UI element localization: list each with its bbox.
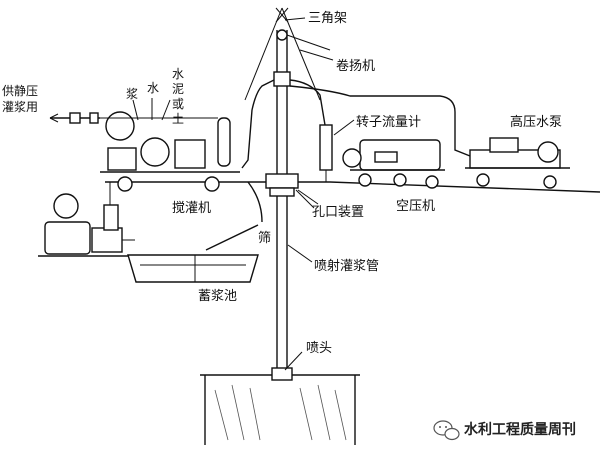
watermark-text: 水利工程质量周刊 — [464, 421, 576, 438]
label-tank: 蓄浆池 — [198, 289, 237, 304]
screen-icon — [205, 224, 259, 251]
static-grout-line — [49, 112, 100, 124]
grout-mixer-icon — [100, 111, 240, 192]
label-static-1: 供静压 — [2, 84, 38, 98]
label-winch: 卷扬机 — [336, 58, 375, 74]
label-water: 水 — [147, 81, 159, 95]
label-orifice: 孔口装置 — [312, 205, 364, 220]
label-static-2: 灌浆用 — [2, 99, 38, 114]
label-mixer: 搅灌机 — [172, 200, 211, 216]
label-derrick: 三角架 — [308, 11, 347, 26]
label-flowmeter: 转子流量计 — [356, 115, 421, 130]
flowmeter-icon — [319, 124, 333, 171]
label-nozzle: 喷头 — [306, 341, 332, 356]
hose-to-pump — [289, 85, 471, 157]
ground-line — [105, 181, 600, 193]
hose-to-mixer — [241, 79, 275, 169]
slurry-tank-icon — [127, 254, 259, 283]
wechat-icon — [433, 420, 460, 441]
water-pump-icon — [465, 137, 570, 189]
air-compressor-icon — [342, 139, 445, 189]
hose-mixer-tank — [247, 181, 263, 223]
nozzle-icon — [271, 367, 293, 381]
label-pipe: 喷射灌浆管 — [314, 258, 379, 274]
orifice-device-icon — [265, 173, 319, 205]
label-cement-3: 或 — [172, 97, 184, 111]
feed-pump-icon — [38, 182, 135, 257]
soil-block — [200, 374, 360, 445]
arrow-slurry — [132, 99, 139, 121]
hose-to-flowmeter — [289, 79, 326, 126]
label-slurry: 浆 — [126, 86, 138, 101]
label-cement-1: 水 — [172, 67, 184, 81]
derrick-icon — [244, 7, 331, 101]
label-screen: 筛 — [258, 231, 271, 246]
label-cement-4: 土 — [172, 112, 184, 126]
swivel-head — [273, 71, 291, 87]
arrow-cement — [161, 99, 171, 121]
label-compressor: 空压机 — [396, 199, 435, 214]
label-cement-2: 泥 — [172, 82, 184, 96]
label-pump: 高压水泵 — [510, 114, 562, 130]
